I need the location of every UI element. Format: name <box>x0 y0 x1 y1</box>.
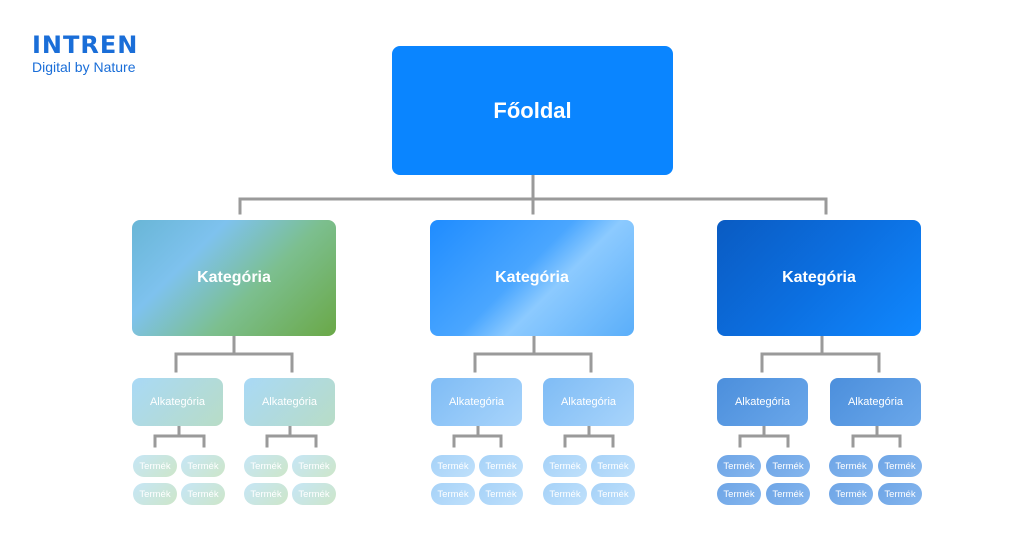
connector-root <box>238 173 828 215</box>
product-node: Termék <box>244 483 288 505</box>
product-node: Termék <box>292 455 336 477</box>
connector-sub-2a <box>452 425 503 448</box>
product-node: Termék <box>431 455 475 477</box>
category-node-2: Kategória <box>430 220 634 336</box>
subcategory-node-2b: Alkategória <box>543 378 634 426</box>
category-node-3: Kategória <box>717 220 921 336</box>
subcategory-node-3b: Alkategória <box>830 378 921 426</box>
product-node: Termék <box>181 483 225 505</box>
product-node: Termék <box>431 483 475 505</box>
connector-sub-3b <box>851 425 902 448</box>
product-node: Termék <box>244 455 288 477</box>
category-node-1: Kategória <box>132 220 336 336</box>
product-node: Termék <box>591 455 635 477</box>
connector-cat-1 <box>174 335 294 373</box>
subcategory-node-1a: Alkategória <box>132 378 223 426</box>
logo-tagline: Digital by Nature <box>32 59 136 75</box>
logo-wordmark: INTREN <box>32 31 139 59</box>
product-node: Termék <box>766 455 810 477</box>
root-node: Főoldal <box>392 46 673 175</box>
product-node: Termék <box>133 455 177 477</box>
product-node: Termék <box>717 455 761 477</box>
product-node: Termék <box>878 455 922 477</box>
subcategory-node-2a: Alkategória <box>431 378 522 426</box>
connector-sub-1b <box>265 425 318 448</box>
product-node: Termék <box>181 455 225 477</box>
product-node: Termék <box>829 483 873 505</box>
connector-sub-3a <box>738 425 790 448</box>
product-node: Termék <box>133 483 177 505</box>
product-node: Termék <box>292 483 336 505</box>
product-node: Termék <box>717 483 761 505</box>
product-node: Termék <box>829 455 873 477</box>
product-node: Termék <box>479 483 523 505</box>
connector-cat-3 <box>760 335 881 373</box>
product-node: Termék <box>591 483 635 505</box>
product-node: Termék <box>479 455 523 477</box>
subcategory-node-1b: Alkategória <box>244 378 335 426</box>
product-node: Termék <box>766 483 810 505</box>
product-node: Termék <box>543 455 587 477</box>
intren-logo: INTREN Digital by Nature <box>32 33 138 74</box>
product-node: Termék <box>878 483 922 505</box>
subcategory-node-3a: Alkategória <box>717 378 808 426</box>
product-node: Termék <box>543 483 587 505</box>
connector-sub-2b <box>563 425 615 448</box>
connector-sub-1a <box>153 425 206 448</box>
connector-cat-2 <box>473 335 593 373</box>
